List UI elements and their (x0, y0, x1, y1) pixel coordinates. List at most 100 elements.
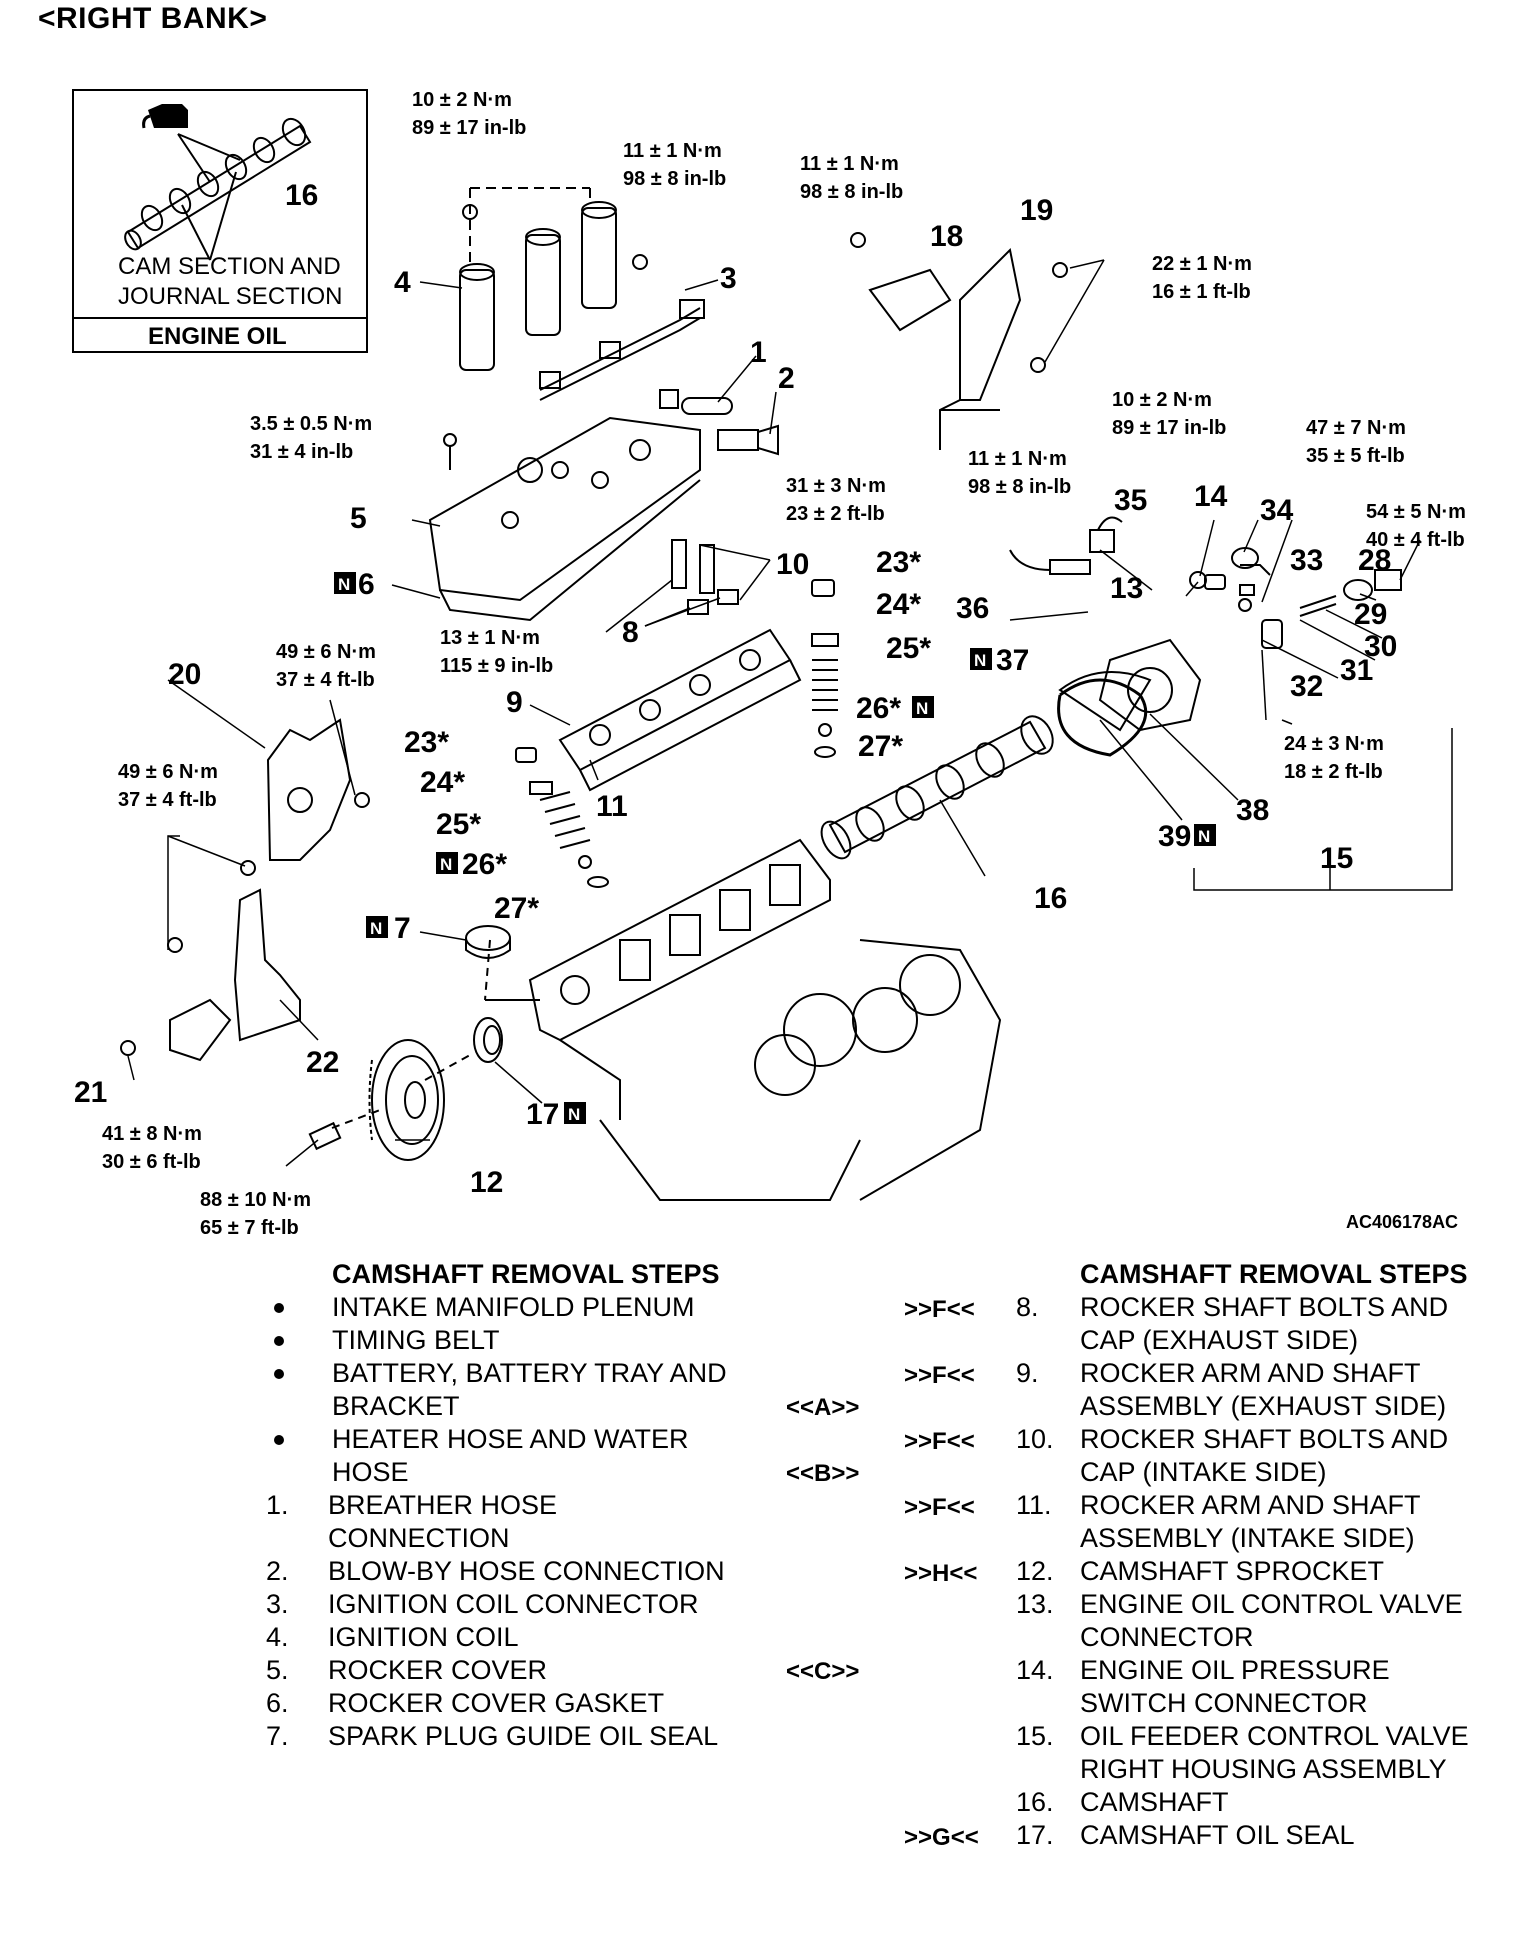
torque-12b: 37 ± 4 ft-lb (276, 669, 375, 691)
inset-box: 16 CAM SECTION AND JOURNAL SECTION ENGIN… (72, 89, 368, 353)
callout-12: 12 (470, 1166, 503, 1199)
callout-26-left: 26* (462, 848, 507, 881)
list-item: >>F<<11.ROCKER ARM AND SHAFT ASSEMBLY (I… (904, 1490, 1421, 1553)
torque-2a: 11 ± 1 N·m (623, 140, 722, 162)
right-steps-header: CAMSHAFT REMOVAL STEPS (1080, 1259, 1468, 1289)
callout-36: 36 (956, 592, 989, 625)
torque-1a: 10 ± 2 N·m (412, 89, 512, 111)
callout-25-right: 25* (886, 632, 931, 665)
callout-8: 8 (622, 616, 639, 649)
callout-23-left: 23* (404, 726, 449, 759)
callout-17: 17 (526, 1098, 559, 1131)
rocker-arm-assembly (558, 628, 802, 792)
callout-16-inset: 16 (285, 179, 318, 212)
torque-4a: 22 ± 1 N·m (1152, 253, 1252, 275)
callout-1: 1 (750, 336, 767, 369)
callout-numbers: 4 3 1 2 18 19 5 N 6 8 10 9 11 23* 24* 25… (74, 194, 1397, 1199)
callout-18: 18 (930, 220, 963, 253)
figure-code: AC406178AC (1346, 1212, 1458, 1232)
torque-13a: 49 ± 6 N·m (118, 761, 218, 783)
list-item: HEATER HOSE AND WATER HOSE (264, 1423, 764, 1489)
n-mark-17 (564, 1102, 586, 1124)
callout-13: 13 (1110, 572, 1143, 605)
list-item: 15.OIL FEEDER CONTROL VALVE RIGHT HOUSIN… (1016, 1721, 1469, 1784)
torque-15a: 41 ± 8 N·m (102, 1123, 202, 1145)
torque-11a: 13 ± 1 N·m (440, 627, 540, 649)
list-item: >>F<<10.ROCKER SHAFT BOLTS AND CAP (INTA… (904, 1424, 1449, 1487)
page-title: <RIGHT BANK> (38, 2, 268, 35)
left-steps-list: CAMSHAFT REMOVAL STEPS INTAKE MANIFOLD P… (264, 1258, 764, 1753)
callout-5: 5 (350, 502, 367, 535)
list-item: 6.ROCKER COVER GASKET (266, 1688, 665, 1718)
callout-26-right: 26* (856, 692, 901, 725)
n-mark-37-text: N (974, 651, 986, 670)
torque-14b: 18 ± 2 ft-lb (1284, 761, 1383, 783)
torque-6a: 31 ± 3 N·m (786, 475, 886, 497)
n-mark-26-right-text: N (916, 699, 928, 718)
callout-3: 3 (720, 262, 737, 295)
torque-5a: 3.5 ± 0.5 N·m (250, 413, 372, 435)
callout-25-left: 25* (436, 808, 481, 841)
torque-16b: 65 ± 7 ft-lb (200, 1217, 299, 1239)
list-item: BATTERY, BATTERY TRAY AND BRACKET (264, 1357, 764, 1423)
callout-21: 21 (74, 1076, 107, 1109)
callout-30: 30 (1364, 630, 1397, 663)
n-mark-26-left-text: N (440, 855, 452, 874)
camshaft-sprocket (368, 1039, 445, 1161)
ref-a: <<A>> (786, 1394, 860, 1421)
list-item: 3.IGNITION COIL CONNECTOR (266, 1589, 699, 1619)
callout-22: 22 (306, 1046, 339, 1079)
list-item: 1.BREATHER HOSE CONNECTION (266, 1490, 558, 1553)
list-item: TIMING BELT (264, 1324, 764, 1357)
list-item: 2.BLOW-BY HOSE CONNECTION (266, 1556, 725, 1586)
list-item: 13.ENGINE OIL CONTROL VALVE CONNECTOR (1016, 1589, 1463, 1652)
list-item: INTAKE MANIFOLD PLENUM (264, 1291, 764, 1324)
torque-3b: 98 ± 8 in-lb (800, 181, 903, 203)
callout-38: 38 (1236, 794, 1269, 827)
torque-8a: 47 ± 7 N·m (1306, 417, 1406, 439)
parts-drawing (120, 187, 1402, 1201)
callout-27-left: 27* (494, 892, 539, 925)
bullet (274, 1369, 284, 1379)
callout-14: 14 (1194, 480, 1228, 513)
callout-27-right: 27* (858, 730, 903, 763)
torque-10a: 54 ± 5 N·m (1366, 501, 1466, 523)
rocker-cover (428, 416, 701, 622)
list-item: >>G<<17.CAMSHAFT OIL SEAL (904, 1820, 1355, 1851)
callout-10: 10 (776, 548, 809, 581)
bullet (274, 1303, 284, 1313)
list-item: 14.ENGINE OIL PRESSURE SWITCH CONNECTOR (1016, 1655, 1390, 1718)
torque-4b: 16 ± 1 ft-lb (1152, 281, 1251, 303)
n-mark-26-right (912, 696, 934, 718)
list-item: 7.SPARK PLUG GUIDE OIL SEAL (266, 1721, 719, 1751)
n-mark-6-text: N (338, 575, 350, 594)
torque-labels: 10 ± 2 N·m 89 ± 17 in-lb 11 ± 1 N·m 98 ±… (102, 89, 1466, 1239)
right-steps-list: CAMSHAFT REMOVAL STEPS >>F<<8.ROCKER SHA… (904, 1258, 1524, 1852)
torque-9a: 11 ± 1 N·m (968, 448, 1067, 470)
torque-9b: 98 ± 8 in-lb (968, 476, 1071, 498)
callout-24-right: 24* (876, 588, 921, 621)
callout-9: 9 (506, 686, 523, 719)
n-mark-26-left (436, 852, 458, 874)
n-mark-39 (1194, 824, 1216, 846)
torque-2b: 98 ± 8 in-lb (623, 168, 726, 190)
bullet (274, 1336, 284, 1346)
list-item: >>H<<12.CAMSHAFT SPROCKET (904, 1556, 1385, 1587)
callout-2: 2 (778, 362, 795, 395)
callout-20: 20 (168, 658, 201, 691)
callout-19: 19 (1020, 194, 1053, 227)
torque-12a: 49 ± 6 N·m (276, 641, 376, 663)
ref-c: <<C>> (786, 1658, 860, 1685)
callout-16: 16 (1034, 882, 1067, 915)
n-mark-7-text: N (370, 919, 382, 938)
inset-line1: CAM SECTION AND (118, 253, 341, 280)
torque-1b: 89 ± 17 in-lb (412, 117, 526, 139)
callout-28: 28 (1358, 544, 1391, 577)
callout-23-right: 23* (876, 546, 921, 579)
inset-label: ENGINE OIL (148, 323, 287, 350)
left-steps-header: CAMSHAFT REMOVAL STEPS (332, 1259, 720, 1289)
callout-7: 7 (394, 912, 411, 945)
callout-15: 15 (1320, 842, 1353, 875)
torque-16a: 88 ± 10 N·m (200, 1189, 311, 1211)
cylinder-head (484, 838, 831, 1120)
